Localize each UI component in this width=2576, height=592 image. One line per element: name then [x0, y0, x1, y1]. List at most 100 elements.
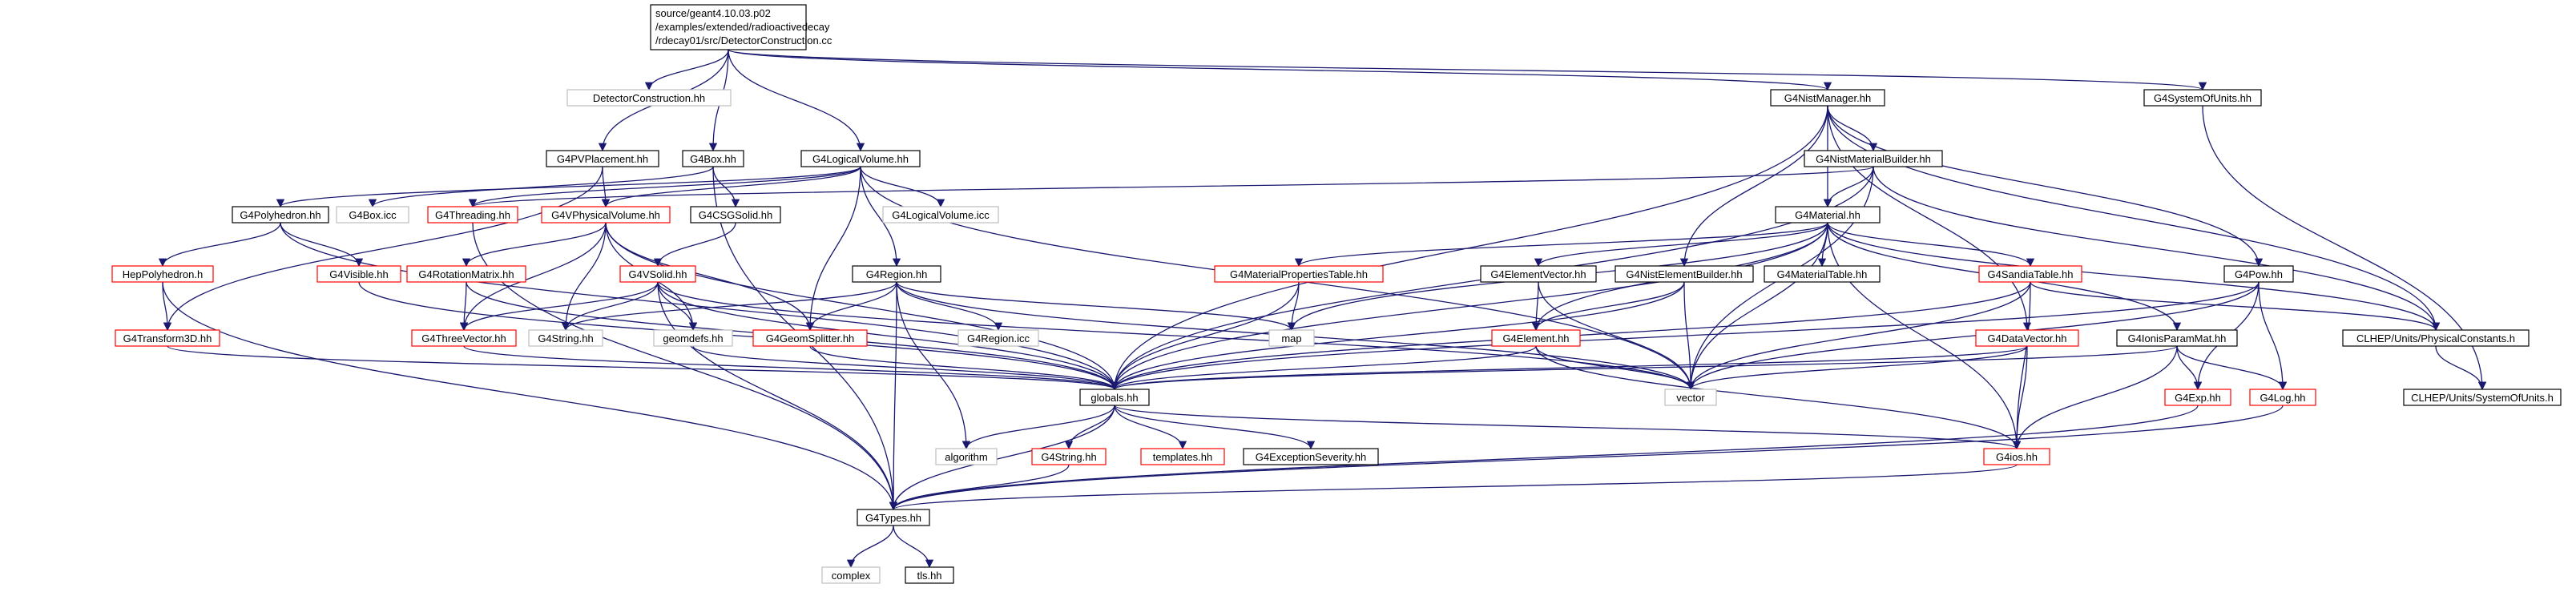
node-datavector[interactable]: G4DataVector.hh — [1975, 329, 2079, 347]
node-complex[interactable]: complex — [821, 566, 881, 584]
edge-g4string_red-to-types — [889, 464, 1070, 511]
edge-pvplacement-to-transform3d — [163, 166, 603, 332]
node-ios[interactable]: G4ios.hh — [1983, 448, 2050, 465]
node-region[interactable]: G4Region.hh — [852, 265, 941, 283]
node-matproptable[interactable]: G4MaterialPropertiesTable.hh — [1214, 265, 1384, 283]
node-label: G4NistMaterialBuilder.hh — [1816, 153, 1931, 165]
node-visible[interactable]: G4Visible.hh — [316, 265, 401, 283]
node-nistmgr[interactable]: G4NistManager.hh — [1770, 89, 1885, 107]
node-box — [1214, 265, 1384, 283]
edge-region-to-string_hh — [561, 281, 897, 332]
node-label: vector — [1676, 392, 1705, 404]
node-globals[interactable]: globals.hh — [1079, 389, 1150, 406]
node-box — [541, 206, 671, 224]
node-box — [1491, 329, 1581, 347]
node-logvolicc[interactable]: G4LogicalVolume.icc — [882, 206, 999, 224]
node-types[interactable]: G4Types.hh — [857, 509, 930, 526]
node-box[interactable]: G4Box.hh — [682, 150, 744, 167]
node-box — [1664, 389, 1717, 406]
node-hepPolyhedron[interactable]: HepPolyhedron.h — [111, 265, 214, 283]
node-vector[interactable]: vector — [1664, 389, 1717, 406]
edge-region-to-map — [896, 281, 1296, 332]
node-nistmatbuilder[interactable]: G4NistMaterialBuilder.hh — [1804, 150, 1943, 167]
node-element[interactable]: G4Element.hh — [1491, 329, 1581, 347]
node-clhep-sysunits[interactable]: CLHEP/Units/SystemOfUnits.h — [2403, 389, 2562, 406]
node-label: G4String.hh — [1041, 451, 1096, 463]
node-pow[interactable]: G4Pow.hh — [2223, 265, 2294, 283]
edge-pvplacement-to-vphysvol — [601, 166, 611, 208]
edge-vphysvol-to-globals — [605, 222, 1119, 391]
node-polyhedron[interactable]: G4Polyhedron.hh — [232, 206, 329, 224]
node-nistelembuilder[interactable]: G4NistElementBuilder.hh — [1615, 265, 1754, 283]
node-box — [800, 150, 921, 167]
edge-vsolid-to-string_hh — [561, 281, 659, 332]
edge-logvol-to-logvolicc — [860, 166, 945, 208]
node-boxicc[interactable]: G4Box.icc — [336, 206, 409, 224]
edge-matproptable-to-map — [1287, 281, 1300, 332]
node-label: G4DataVector.hh — [1987, 332, 2066, 344]
node-label: G4PVPlacement.hh — [557, 153, 648, 165]
node-root[interactable]: source/geant4.10.03.p02/examples/extende… — [650, 4, 832, 50]
node-label: G4Polyhedron.hh — [240, 209, 320, 221]
edge-material-to-ios — [1827, 222, 2022, 450]
node-geomsplitter[interactable]: G4GeomSplitter.hh — [752, 329, 868, 347]
edge-nistelembuilder-to-globals — [1110, 281, 1685, 391]
node-elementvector[interactable]: G4ElementVector.hh — [1480, 265, 1597, 283]
node-box — [1764, 265, 1881, 283]
edge-element-to-ios — [1535, 345, 2022, 450]
node-label: G4NistManager.hh — [1784, 92, 1871, 104]
node-vphysvol[interactable]: G4VPhysicalVolume.hh — [541, 206, 671, 224]
node-logvol[interactable]: G4LogicalVolume.hh — [800, 150, 921, 167]
node-sandiatable[interactable]: G4SandiaTable.hh — [1978, 265, 2082, 283]
node-regionicc[interactable]: G4Region.icc — [957, 329, 1039, 347]
node-box — [1140, 448, 1225, 465]
node-vsolid[interactable]: G4VSolid.hh — [619, 265, 696, 283]
node-tls[interactable]: tls.hh — [905, 566, 954, 584]
node-map[interactable]: map — [1268, 329, 1315, 347]
edge-clhep_physconst-to-clhep_sysunits — [2435, 345, 2487, 391]
node-ionisparammat[interactable]: G4IonisParamMat.hh — [2116, 329, 2238, 347]
node-csgsolid[interactable]: G4CSGSolid.hh — [690, 206, 781, 224]
node-algorithm[interactable]: algorithm — [935, 448, 998, 465]
edge-visible-to-globals — [358, 281, 1119, 391]
node-threevector[interactable]: G4ThreeVector.hh — [411, 329, 517, 347]
node-box — [882, 206, 999, 224]
edge-material-to-globals — [1110, 222, 1828, 391]
node-box — [2143, 89, 2262, 107]
node-label: G4NistElementBuilder.hh — [1626, 268, 1742, 280]
node-log[interactable]: G4Log.hh — [2249, 389, 2316, 406]
edge-material-to-sandiatable — [1827, 222, 2035, 268]
node-material[interactable]: G4Material.hh — [1775, 206, 1881, 224]
edge-vphysvol-to-rotmatrix — [462, 222, 607, 268]
edge-material-to-elementvector — [1534, 222, 1828, 268]
node-string-hh[interactable]: G4String.hh — [528, 329, 603, 347]
edge-geomdefs-to-globals — [692, 345, 1119, 391]
edge-datavector-to-globals — [1111, 345, 2028, 391]
edge-pow-to-log — [2258, 281, 2288, 391]
edge-box-to-boxicc — [368, 166, 714, 208]
node-label: G4VPhysicalVolume.hh — [551, 209, 660, 221]
edge-element-to-globals — [1110, 345, 1537, 391]
node-box — [957, 329, 1039, 347]
node-box — [2342, 329, 2530, 347]
edge-region-to-regionicc — [896, 281, 1003, 332]
node-pvplacement[interactable]: G4PVPlacement.hh — [546, 150, 659, 167]
node-detcons-hh[interactable]: DetectorConstruction.hh — [566, 89, 732, 107]
node-sysunits[interactable]: G4SystemOfUnits.hh — [2143, 89, 2262, 107]
node-transform3d[interactable]: G4Transform3D.hh — [115, 329, 220, 347]
node-clhep-physconst[interactable]: CLHEP/Units/PhysicalConstants.h — [2342, 329, 2530, 347]
edge-nistmatbuilder-to-material — [1823, 166, 1874, 208]
node-exp[interactable]: G4Exp.hh — [2164, 389, 2231, 406]
node-templates[interactable]: templates.hh — [1140, 448, 1225, 465]
node-box — [2116, 329, 2238, 347]
edge-nistmatbuilder-to-clhep_physconst — [1873, 166, 2441, 332]
node-geomdefs[interactable]: geomdefs.hh — [653, 329, 733, 347]
node-excseverity[interactable]: G4ExceptionSeverity.hh — [1243, 448, 1379, 465]
node-materialtable[interactable]: G4MaterialTable.hh — [1764, 265, 1881, 283]
node-g4string-red[interactable]: G4String.hh — [1031, 448, 1107, 465]
node-box — [905, 566, 954, 584]
node-threading[interactable]: G4Threading.hh — [427, 206, 518, 224]
node-rotmatrix[interactable]: G4RotationMatrix.hh — [406, 265, 526, 283]
node-label: CLHEP/Units/PhysicalConstants.h — [2356, 332, 2515, 344]
node-label: G4SystemOfUnits.hh — [2154, 92, 2251, 104]
